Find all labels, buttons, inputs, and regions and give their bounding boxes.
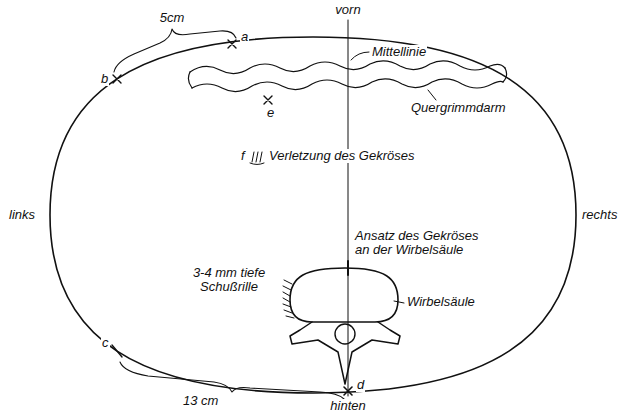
point-label: a xyxy=(240,30,249,44)
vertebra-arch xyxy=(290,322,400,384)
dimension-brace xyxy=(114,29,236,72)
injury-label: Verletzung des Gekröses xyxy=(268,149,415,163)
orientation-label: hinten xyxy=(329,399,366,413)
structure-label: Mittellinie xyxy=(371,45,427,59)
midline xyxy=(348,20,349,396)
point-mark xyxy=(112,345,122,357)
structure-label: Ansatz des Gekröses an der Wirbelsäule xyxy=(354,229,488,258)
spinal-canal xyxy=(335,324,355,344)
point-label: e xyxy=(266,106,275,120)
injury-mark xyxy=(250,152,264,165)
body-outline xyxy=(50,37,576,393)
orientation-label: links xyxy=(8,208,36,222)
point-label: c xyxy=(101,336,110,350)
leader-line xyxy=(428,90,436,100)
orientation-label: rechts xyxy=(581,208,618,222)
structure-label: Quergrimmdarm xyxy=(410,101,507,115)
orientation-label: vorn xyxy=(334,3,361,17)
attachment-tick xyxy=(347,261,349,275)
colon-drawing xyxy=(188,61,506,92)
point-mark xyxy=(264,96,272,104)
point-mark xyxy=(113,40,236,83)
point-label: b xyxy=(100,72,109,86)
structure-label: Wirbelsäule xyxy=(406,295,476,309)
dimension-label: 13 cm xyxy=(182,394,219,408)
leader-line xyxy=(394,301,404,303)
vertebra-body xyxy=(290,268,398,322)
point-mark xyxy=(344,387,352,395)
point-label: d xyxy=(356,378,365,392)
injury-label: 3-4 mm tiefe Schußrille xyxy=(176,266,282,295)
dimension-label: 5cm xyxy=(159,11,186,25)
groove-hatch xyxy=(283,280,294,318)
point-label: f xyxy=(240,149,246,163)
leader-line xyxy=(351,52,369,60)
dimension-brace xyxy=(120,362,344,399)
